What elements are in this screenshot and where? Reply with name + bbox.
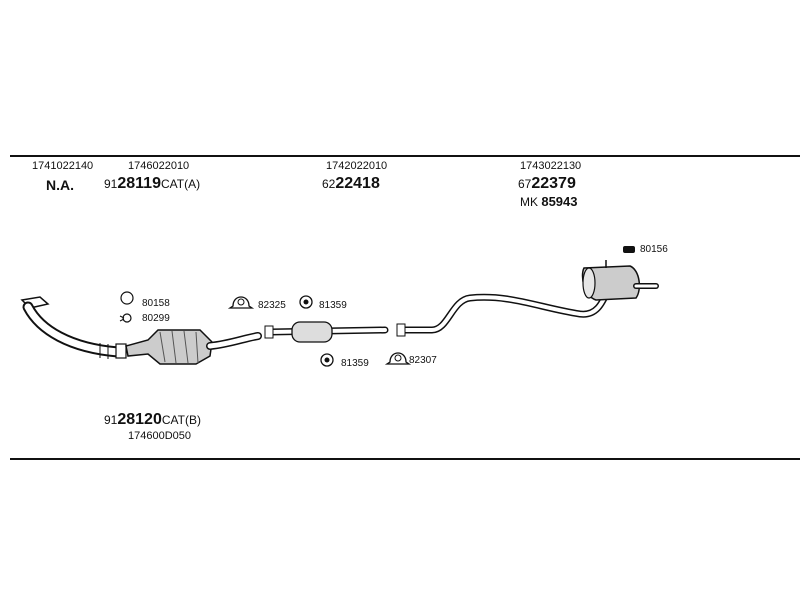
footer-code: 174600D050	[128, 430, 192, 442]
rubber-mount-80156-icon[interactable]	[623, 246, 635, 253]
col4-main: 22379	[531, 175, 576, 192]
col3-main: 22418	[335, 175, 380, 192]
col1-name: N.A.	[46, 177, 74, 193]
clamp-82325-icon[interactable]	[227, 296, 255, 309]
bolt-80299-icon[interactable]	[119, 313, 132, 323]
label-82307: 82307	[409, 355, 437, 366]
col2-suffix: CAT(A)	[160, 177, 201, 191]
top-divider	[10, 155, 800, 157]
rear-muffler-icon[interactable]	[581, 260, 659, 301]
footer-main: 28120	[117, 411, 162, 428]
col3-code: 1742022010	[326, 160, 388, 172]
col4-kit-prefix: MK	[520, 195, 538, 209]
clamp-82307-icon[interactable]	[384, 352, 412, 365]
rear-pipe-icon[interactable]	[396, 286, 612, 337]
col3-part-number[interactable]: 6222418	[322, 175, 380, 193]
col2-part-number[interactable]: 9128119CAT(A)	[104, 175, 200, 193]
bottom-divider	[10, 458, 800, 460]
label-81359-bottom: 81359	[341, 358, 369, 369]
col2-code: 1746022010	[128, 160, 190, 172]
catalytic-converter-icon[interactable]	[125, 329, 262, 365]
col4-code: 1743022130	[520, 160, 582, 172]
hanger-81359b-icon[interactable]	[320, 353, 334, 367]
label-80156: 80156	[640, 244, 668, 255]
label-80299: 80299	[142, 313, 170, 324]
col3-prefix: 62	[322, 177, 336, 191]
col4-part-number[interactable]: 6722379	[518, 175, 576, 193]
col1-code: 1741022140	[32, 160, 94, 172]
hanger-81359-icon[interactable]	[299, 295, 313, 309]
ring-80158-icon[interactable]	[120, 291, 134, 305]
col2-main: 28119	[117, 175, 161, 192]
footer-suffix: CAT(B)	[161, 413, 201, 427]
col4-prefix: 67	[518, 177, 532, 191]
col4-kit[interactable]: MK 85943	[520, 194, 578, 209]
footer-part-number[interactable]: 9128120CAT(B)	[104, 411, 201, 429]
label-81359-top: 81359	[319, 300, 347, 311]
col2-prefix: 91	[104, 177, 118, 191]
front-pipe-icon[interactable]	[20, 296, 127, 359]
label-80158: 80158	[142, 298, 170, 309]
label-82325: 82325	[258, 300, 286, 311]
footer-prefix: 91	[104, 413, 118, 427]
middle-pipe-icon[interactable]	[264, 321, 389, 343]
col4-kit-number: 85943	[541, 194, 578, 209]
